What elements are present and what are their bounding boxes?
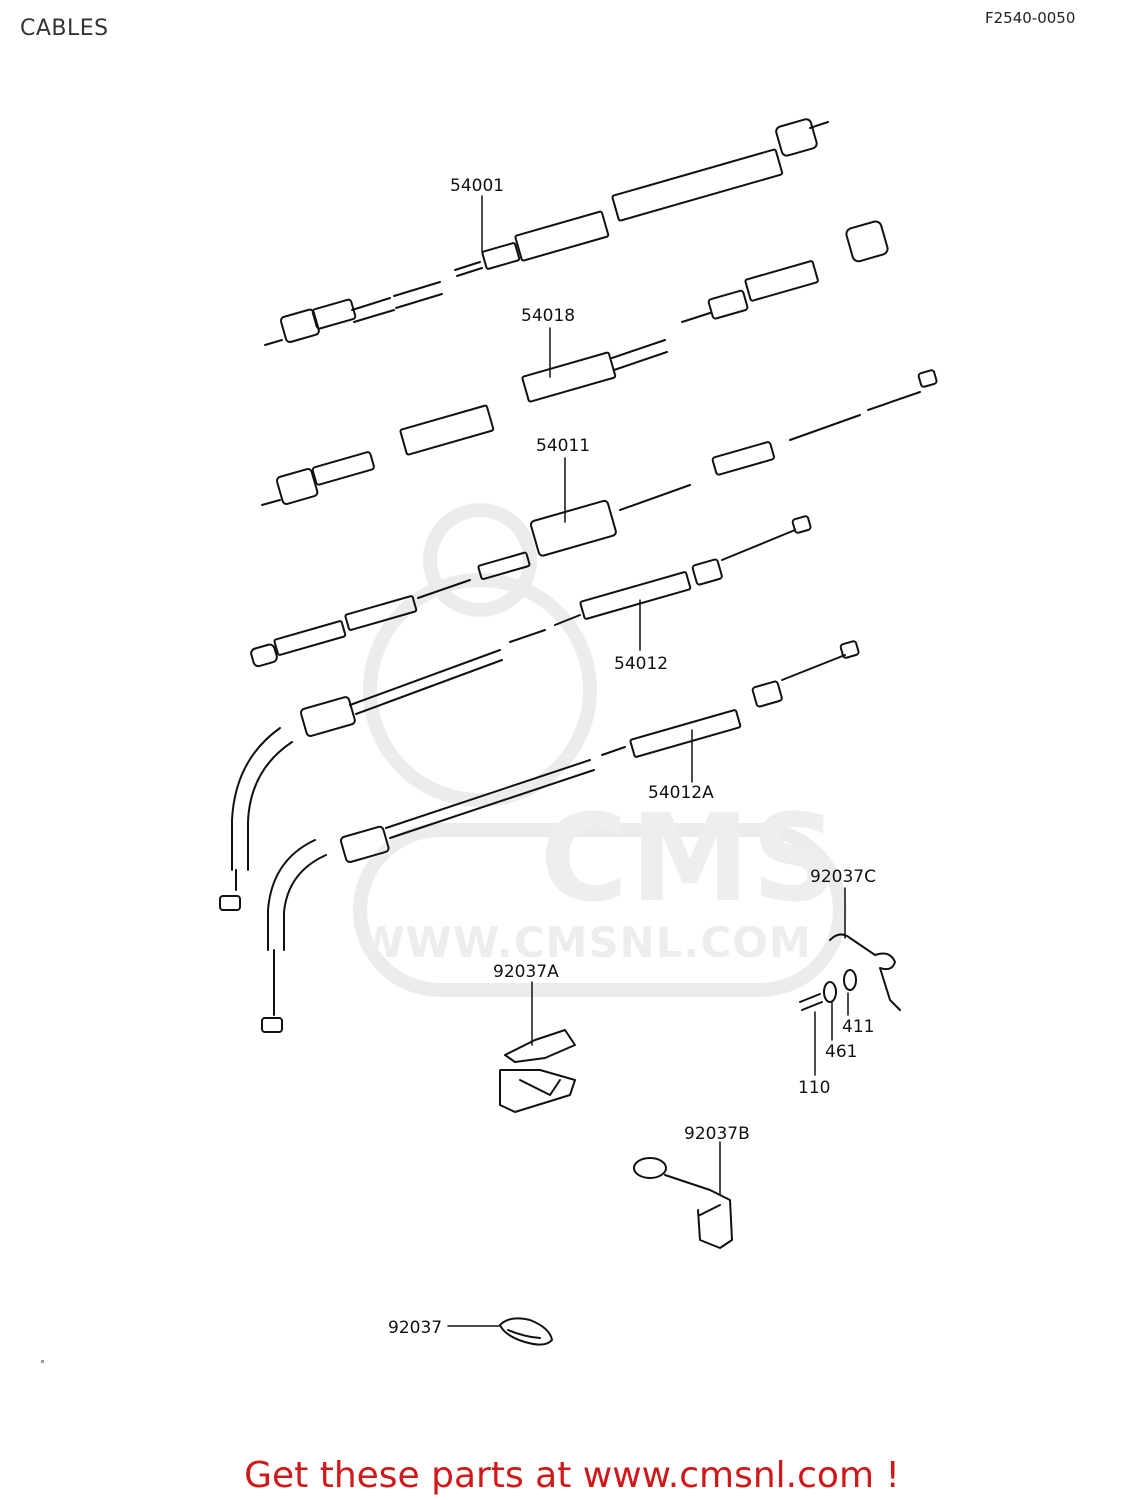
part-label-92037a[interactable]: 92037A <box>493 962 559 982</box>
part-label-110[interactable]: 110 <box>798 1078 831 1098</box>
cta-link[interactable]: Get these parts at www.cmsnl.com ! <box>244 1455 900 1496</box>
part-label-461[interactable]: 461 <box>825 1042 858 1062</box>
part-label-92037[interactable]: 92037 <box>388 1318 443 1338</box>
part-label-54018[interactable]: 54018 <box>521 306 576 326</box>
clamp-a-icon <box>499 1029 576 1113</box>
clamp-b-icon <box>633 1157 733 1249</box>
part-label-92037c[interactable]: 92037C <box>810 867 876 887</box>
leader-lines <box>447 195 849 1327</box>
figure-code: F2540-0050 <box>985 9 1076 27</box>
part-label-411[interactable]: 411 <box>842 1017 875 1037</box>
page-title: CABLES <box>20 16 109 41</box>
watermark-brand: CMS <box>540 790 840 929</box>
scan-dot <box>41 1360 44 1363</box>
part-label-54001[interactable]: 54001 <box>450 176 505 196</box>
speedometer-cable-icon <box>264 118 829 346</box>
throttle-cable-close-icon <box>261 640 860 1033</box>
part-label-54012[interactable]: 54012 <box>614 654 669 674</box>
tachometer-cable-icon <box>261 220 889 506</box>
part-label-54011[interactable]: 54011 <box>536 436 591 456</box>
watermark-site: WWW.CMSNL.COM <box>358 918 812 967</box>
part-label-54012a[interactable]: 54012A <box>648 783 714 803</box>
clamp-icon <box>499 1317 553 1346</box>
part-label-92037b[interactable]: 92037B <box>684 1124 750 1144</box>
clamp-c-icon <box>799 933 901 1011</box>
throttle-cable-open-icon <box>219 515 812 911</box>
clutch-cable-icon <box>250 369 938 668</box>
